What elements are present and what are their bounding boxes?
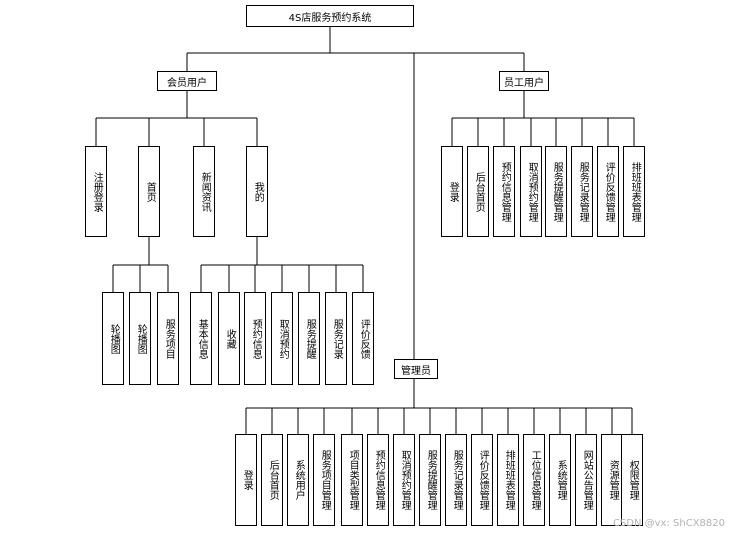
mine-service-reminder-label: 服务提醒 [304, 318, 316, 359]
mine-appointments: 预约信息 [244, 292, 266, 385]
staff-records-mgmt-label: 服务记录管理 [577, 161, 589, 222]
admin-node: 管理员 [394, 359, 438, 379]
admin-system-users: 系统用户 [287, 434, 309, 526]
admin-service-items-mgmt-label: 服务项目管理 [319, 450, 331, 510]
staff-appointment-mgmt: 预约信息管理 [493, 146, 515, 237]
admin-schedule-mgmt: 排班班表管理 [497, 434, 519, 526]
staff-dashboard-label: 后台首页 [473, 171, 485, 212]
mine-service-reminder: 服务提醒 [298, 292, 320, 385]
staff-feedback-mgmt: 评价反馈管理 [597, 146, 619, 237]
member-register-login-label: 注册登录 [91, 171, 103, 212]
admin-announcement-mgmt: 网站公告管理 [575, 434, 597, 526]
member-news-label: 新闻资讯 [199, 171, 211, 212]
staff-records-mgmt: 服务记录管理 [571, 146, 593, 237]
admin-item-types-mgmt: 项目类型管理 [341, 434, 363, 526]
admin-announcement-mgmt-label: 网站公告管理 [581, 450, 593, 510]
admin-feedback-mgmt-label: 评价反馈管理 [477, 450, 489, 510]
admin-system-users-label: 系统用户 [293, 460, 305, 500]
home-carousel-1-label: 轮播图 [108, 323, 120, 354]
admin-dashboard-label: 后台首页 [267, 460, 279, 500]
home-carousel-2: 轮播图 [129, 292, 151, 385]
admin-reminder-mgmt: 服务提醒管理 [419, 434, 441, 526]
root-node: 4S店服务预约系统 [246, 5, 414, 27]
mine-feedback: 评价反馈 [352, 292, 374, 385]
staff-login: 登录 [441, 146, 463, 237]
home-carousel-1: 轮播图 [102, 292, 124, 385]
admin-dashboard: 后台首页 [261, 434, 283, 526]
staff-cancel-mgmt: 取消预约管理 [520, 146, 542, 237]
home-service-items: 服务项目 [157, 292, 179, 385]
member-home-label: 首页 [144, 181, 156, 202]
staff-reminder-mgmt: 服务提醒管理 [545, 146, 567, 237]
csdn-watermark: CSDN @vx: ShCX8820 [612, 518, 725, 529]
staff-login-label: 登录 [447, 181, 459, 202]
staff-dashboard: 后台首页 [467, 146, 489, 237]
mine-service-records: 服务记录 [325, 292, 347, 385]
mine-service-records-label: 服务记录 [331, 318, 343, 359]
staff-schedule-mgmt-label: 排班班表管理 [629, 161, 641, 222]
admin-records-mgmt: 服务记录管理 [445, 434, 467, 526]
admin-feedback-mgmt: 评价反馈管理 [471, 434, 493, 526]
mine-feedback-label: 评价反馈 [358, 318, 370, 359]
admin-login: 登录 [235, 434, 257, 526]
admin-permission-mgmt: 权限管理 [621, 434, 643, 526]
member-node: 会员用户 [157, 71, 217, 91]
admin-resource-mgmt: 资源管理 [601, 434, 623, 526]
member-home: 首页 [138, 146, 160, 237]
admin-reminder-mgmt-label: 服务提醒管理 [425, 450, 437, 510]
staff-appointment-mgmt-label: 预约信息管理 [499, 161, 511, 222]
member-mine-label: 我的 [252, 181, 264, 202]
mine-favorites: 收藏 [218, 292, 240, 385]
home-carousel-2-label: 轮播图 [135, 323, 147, 354]
admin-appointment-mgmt: 预约信息管理 [367, 434, 389, 526]
admin-schedule-mgmt-label: 排班班表管理 [503, 450, 515, 510]
admin-system-mgmt: 系统管理 [549, 434, 571, 526]
staff-schedule-mgmt: 排班班表管理 [623, 146, 645, 237]
admin-system-mgmt-label: 系统管理 [555, 460, 567, 500]
admin-workstation-mgmt: 工位信息管理 [523, 434, 545, 526]
mine-basic-info: 基本信息 [190, 292, 212, 385]
mine-cancel-appointment: 取消预约 [271, 292, 293, 385]
home-service-items-label: 服务项目 [163, 318, 175, 359]
staff-node: 员工用户 [499, 71, 549, 91]
admin-permission-mgmt-label: 权限管理 [627, 460, 639, 500]
admin-item-types-mgmt-label: 项目类型管理 [347, 450, 359, 510]
staff-cancel-mgmt-label: 取消预约管理 [526, 161, 538, 222]
member-register-login: 注册登录 [85, 146, 107, 237]
mine-favorites-label: 收藏 [224, 328, 236, 349]
member-mine: 我的 [246, 146, 268, 237]
mine-basic-info-label: 基本信息 [196, 318, 208, 359]
mine-cancel-appointment-label: 取消预约 [277, 318, 289, 359]
staff-feedback-mgmt-label: 评价反馈管理 [603, 161, 615, 222]
admin-service-items-mgmt: 服务项目管理 [313, 434, 335, 526]
admin-login-label: 登录 [241, 470, 253, 490]
admin-workstation-mgmt-label: 工位信息管理 [529, 450, 541, 510]
mine-appointments-label: 预约信息 [250, 318, 262, 359]
admin-cancel-mgmt-label: 取消预约管理 [399, 450, 411, 510]
admin-resource-mgmt-label: 资源管理 [607, 460, 619, 500]
staff-reminder-mgmt-label: 服务提醒管理 [551, 161, 563, 222]
member-news: 新闻资讯 [193, 146, 215, 237]
admin-records-mgmt-label: 服务记录管理 [451, 450, 463, 510]
admin-cancel-mgmt: 取消预约管理 [393, 434, 415, 526]
admin-appointment-mgmt-label: 预约信息管理 [373, 450, 385, 510]
